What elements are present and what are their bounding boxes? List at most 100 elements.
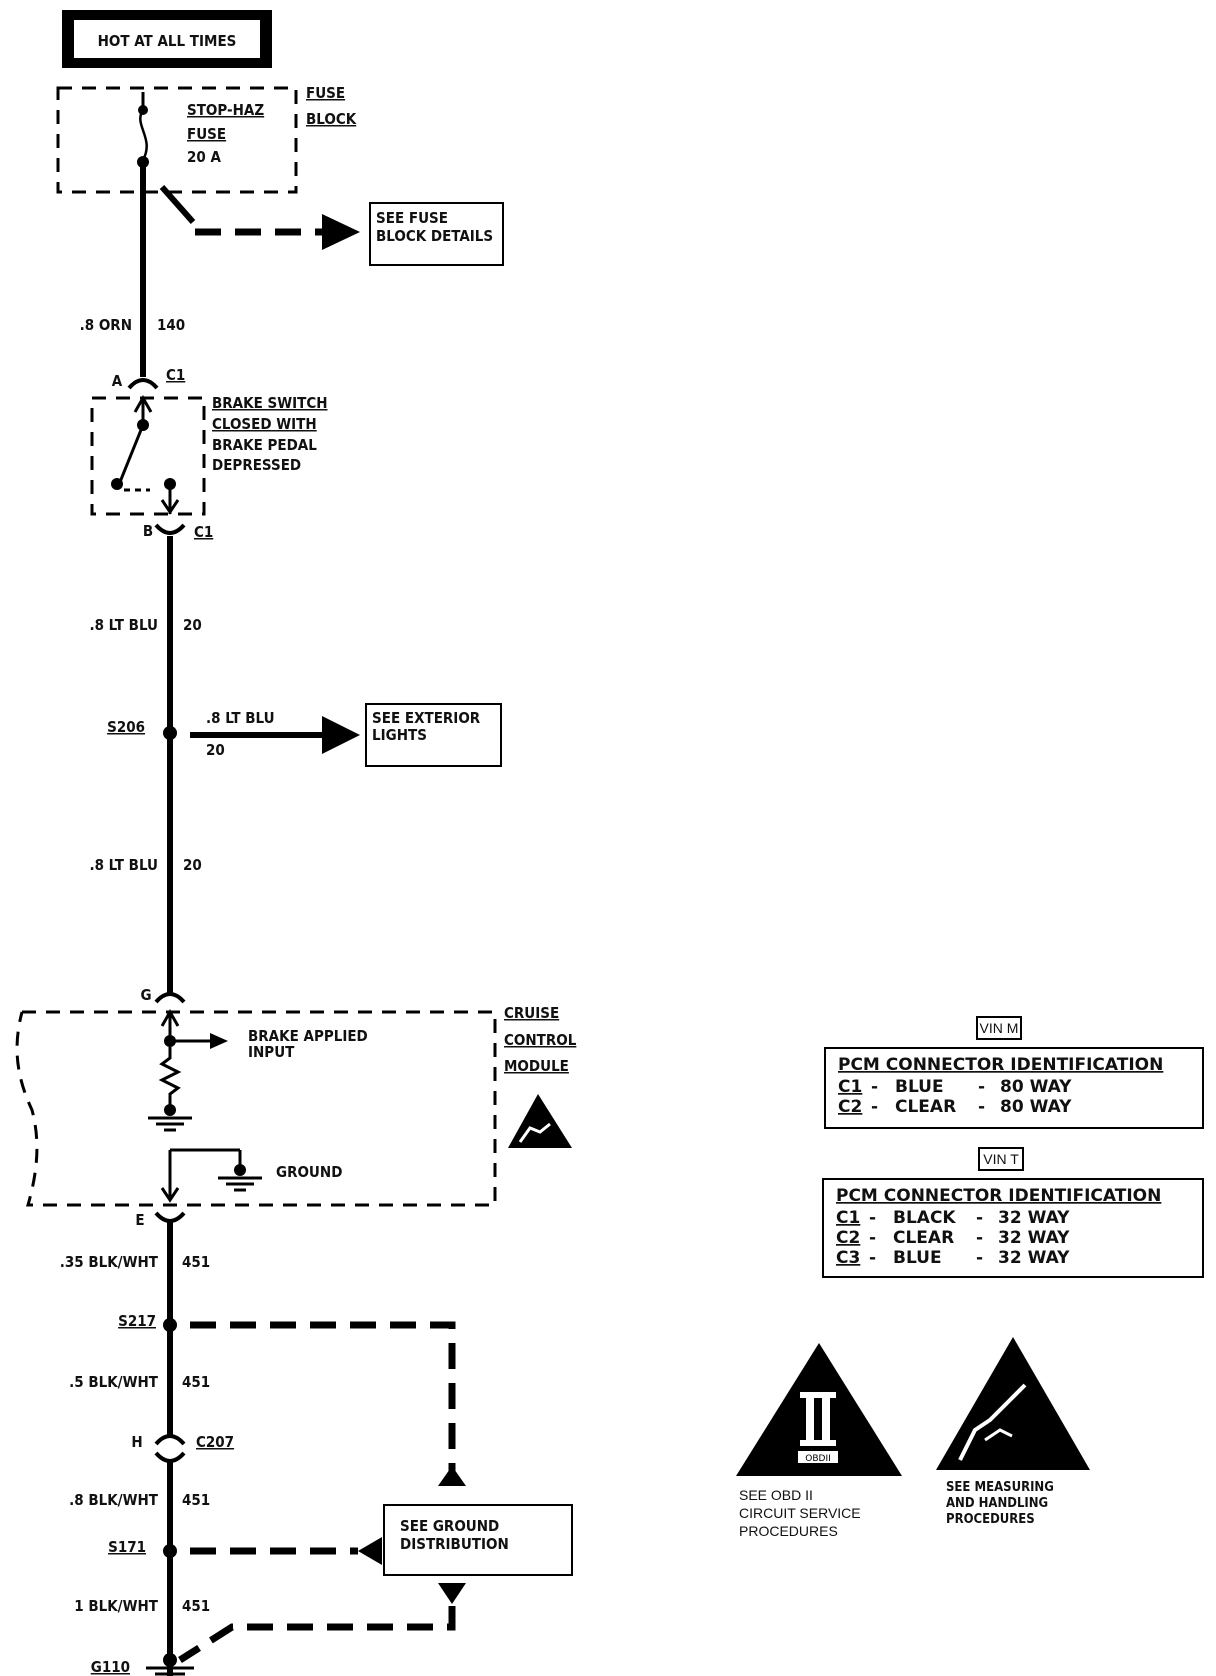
- svg-text:-: -: [871, 1097, 878, 1117]
- ground-ref-line2: DISTRIBUTION: [400, 1535, 509, 1553]
- ground-icon: [146, 1666, 194, 1676]
- cruise-label-1: CRUISE: [504, 1004, 559, 1022]
- pcm-vin-m-label: VIN M: [980, 1020, 1019, 1036]
- brake-switch-pin-b: B: [143, 522, 153, 540]
- pcm-connector-table-vin-m: VIN M PCM CONNECTOR IDENTIFICATION C1 - …: [824, 1016, 1204, 1129]
- fuse-icon: [139, 109, 148, 161]
- pcm-vin-t-row1-conn: C1: [836, 1208, 860, 1228]
- fuse-block-label-1: FUSE: [306, 84, 345, 102]
- ground-g110-label: G110: [91, 1658, 130, 1676]
- splice-s206: S206 .8 LT BLU 20 SEE EXTERIOR LIGHTS: [107, 703, 502, 767]
- obd-line1: SEE OBD II: [739, 1487, 813, 1503]
- brake-switch-line2: CLOSED WITH: [212, 415, 317, 433]
- wire-20-lower-gauge: .8 LT BLU: [89, 856, 158, 874]
- brake-switch-connector-top: C1: [166, 366, 185, 384]
- obd-line2: CIRCUIT SERVICE: [739, 1505, 861, 1521]
- g110-dashed-path: [178, 1606, 456, 1663]
- esd-hand-triangle-icon: [936, 1337, 1090, 1470]
- svg-text:-: -: [976, 1208, 983, 1228]
- pcm-connector-table-vin-t: VIN T PCM CONNECTOR IDENTIFICATION C1 - …: [822, 1147, 1204, 1278]
- cruise-control-module: BRAKE APPLIED INPUT GROUND CRUISE CONTRO…: [15, 1004, 577, 1207]
- splice-s217-label: S217: [118, 1312, 156, 1330]
- pcm-vin-t-row2-ways: 32 WAY: [998, 1228, 1070, 1248]
- wire-140-circuit: 140: [157, 316, 185, 334]
- exterior-ref-line2: LIGHTS: [372, 726, 427, 744]
- pcm-vin-t-row2-conn: C2: [836, 1228, 860, 1248]
- ground-icon: [148, 1116, 192, 1132]
- svg-text:-: -: [869, 1248, 876, 1268]
- fuse-name-2: FUSE: [187, 125, 226, 143]
- fuse-block-details-ref: SEE FUSE BLOCK DETAILS: [159, 185, 504, 266]
- pcm-vin-m-row2-conn: C2: [838, 1097, 862, 1117]
- cruise-input-line1: BRAKE APPLIED: [248, 1027, 368, 1045]
- connector-a-symbol: [127, 378, 159, 390]
- wire-451-a-gauge: .35 BLK/WHT: [60, 1253, 159, 1271]
- arrow-right-icon: [322, 716, 360, 754]
- pcm-vin-m-title: PCM CONNECTOR IDENTIFICATION: [838, 1055, 1163, 1075]
- fuse-block-label-2: BLOCK: [306, 110, 357, 128]
- pcm-vin-t-row1-color: BLACK: [893, 1208, 956, 1228]
- arrow-left-icon: [358, 1537, 382, 1565]
- pcm-vin-t-row3-color: BLUE: [893, 1248, 942, 1268]
- pcm-vin-m-row2-color: CLEAR: [895, 1097, 956, 1117]
- cruise-label-2: CONTROL: [504, 1031, 577, 1049]
- wire-451-d-gauge: 1 BLK/WHT: [74, 1597, 159, 1615]
- splice-s206-label: S206: [107, 718, 145, 736]
- pcm-vin-m-row1-color: BLUE: [895, 1077, 944, 1097]
- arrow-down-icon: [438, 1583, 466, 1604]
- fuse-block: STOP-HAZ FUSE 20 A FUSE BLOCK: [56, 84, 357, 194]
- connector-c207-symbol: [154, 1434, 186, 1446]
- arrow-right-icon: [210, 1033, 228, 1049]
- brake-switch: BRAKE SWITCH CLOSED WITH BRAKE PEDAL DEP…: [90, 394, 328, 516]
- wire-20-upper-circuit: 20: [183, 616, 202, 634]
- wire-451-d-circuit: 451: [182, 1597, 210, 1615]
- brake-switch-line3: BRAKE PEDAL: [212, 436, 317, 454]
- obd-ii-symbol: OBDII SEE OBD II CIRCUIT SERVICE PROCEDU…: [736, 1343, 902, 1539]
- esd-line3: PROCEDURES: [946, 1512, 1035, 1527]
- wire-451-c-gauge: .8 BLK/WHT: [69, 1491, 159, 1509]
- fuse-name-1: STOP-HAZ: [187, 101, 264, 119]
- arrow-right-icon: [322, 214, 360, 250]
- esd-line2: AND HANDLING: [946, 1496, 1048, 1511]
- svg-text:-: -: [978, 1077, 985, 1097]
- wire-20-upper-gauge: .8 LT BLU: [89, 616, 158, 634]
- fuse-rating: 20 A: [187, 148, 221, 166]
- esd-symbol: SEE MEASURING AND HANDLING PROCEDURES: [936, 1337, 1090, 1527]
- splice-s171-dot: [163, 1544, 177, 1558]
- ground-icon: [218, 1176, 262, 1192]
- esd-warning-icon: [508, 1094, 572, 1148]
- svg-text:-: -: [869, 1228, 876, 1248]
- splice-s206-branch-circuit: 20: [206, 741, 225, 759]
- pcm-vin-m-row2-ways: 80 WAY: [1000, 1097, 1072, 1117]
- connector-c207-pin: H: [131, 1433, 142, 1451]
- ground-ref-line1: SEE GROUND: [400, 1517, 499, 1535]
- cruise-ground-label: GROUND: [276, 1163, 342, 1181]
- cruise-input-line2: INPUT: [248, 1043, 295, 1061]
- exterior-ref-line1: SEE EXTERIOR: [372, 709, 481, 727]
- cruise-label-3: MODULE: [504, 1057, 569, 1075]
- obd-ii-triangle-icon: [736, 1343, 902, 1476]
- pcm-vin-m-row1-ways: 80 WAY: [1000, 1077, 1072, 1097]
- svg-text:-: -: [869, 1208, 876, 1228]
- pcm-vin-t-title: PCM CONNECTOR IDENTIFICATION: [836, 1186, 1161, 1206]
- power-source-box: HOT AT ALL TIMES: [62, 10, 272, 68]
- power-source-label: HOT AT ALL TIMES: [98, 32, 237, 50]
- splice-s171-label: S171: [108, 1538, 146, 1556]
- wire-140-gauge: .8 ORN: [80, 316, 132, 334]
- ground-distribution-ref: SEE GROUND DISTRIBUTION: [383, 1504, 573, 1604]
- brake-switch-line4: DEPRESSED: [212, 456, 301, 474]
- wire-451-b-circuit: 451: [182, 1373, 210, 1391]
- cruise-module-pin-g: G: [140, 986, 151, 1004]
- svg-text:-: -: [976, 1248, 983, 1268]
- wire-451-b-gauge: .5 BLK/WHT: [69, 1373, 159, 1391]
- brake-switch-connector-bottom: C1: [194, 523, 213, 541]
- ground-g110-dot: [163, 1653, 177, 1667]
- wire-20-lower-circuit: 20: [183, 856, 202, 874]
- connector-e-symbol: [154, 1211, 186, 1223]
- fuse-ref-line1: SEE FUSE: [376, 209, 448, 227]
- svg-text:-: -: [976, 1228, 983, 1248]
- splice-s206-branch-gauge: .8 LT BLU: [206, 709, 275, 727]
- connector-c207-label: C207: [196, 1433, 234, 1451]
- brake-switch-pin-a: A: [112, 372, 123, 390]
